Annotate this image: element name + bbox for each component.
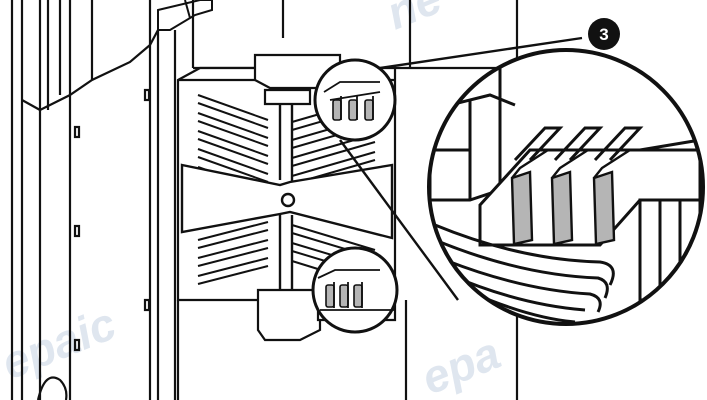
watermark-fragment-1: ne (379, 0, 448, 39)
callout-number: 3 (599, 25, 608, 44)
top-clip (157, 0, 213, 31)
lower-terminal-circle (311, 246, 399, 334)
lower-fins-left (197, 221, 269, 285)
callout-badge: 3 (588, 18, 620, 50)
upper-terminal-circle (313, 58, 397, 142)
center-bracket (180, 100, 394, 300)
callout-leader-lines (339, 36, 583, 301)
watermark-fragment-3: epaic (0, 297, 123, 389)
magnified-detail (427, 48, 705, 326)
upper-fins-left (197, 94, 269, 190)
device-housing (10, 0, 177, 400)
watermark-fragment-4: epa (414, 326, 507, 400)
